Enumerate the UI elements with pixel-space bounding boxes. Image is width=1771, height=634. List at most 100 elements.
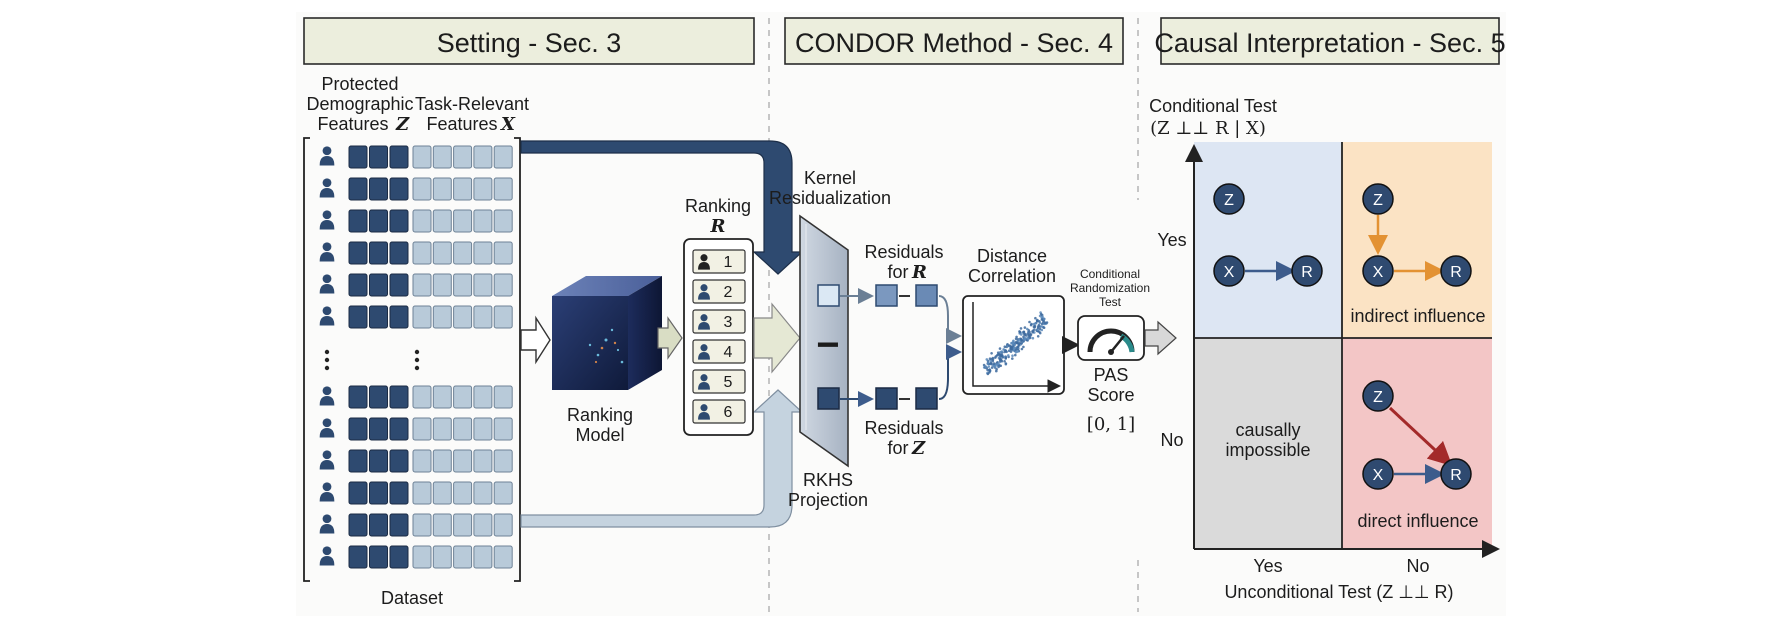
task-feature-cell	[432, 273, 452, 297]
y-axis-formula: (Z ⊥⊥ R | X)	[1150, 118, 1266, 139]
ranking-label: Ranking	[685, 196, 751, 216]
task-feature-cell	[473, 305, 493, 329]
person-icon	[698, 344, 710, 360]
dataset-bracket-left	[303, 137, 310, 582]
pas-label-line1: PAS	[1094, 365, 1129, 385]
section-header-causal: Causal Interpretation - Sec. 5	[1154, 17, 1506, 65]
task-feature-cell	[412, 241, 432, 265]
task-feature-cell	[412, 273, 432, 297]
tl-node-x-label: X	[1224, 264, 1235, 281]
protected-feature-cell	[369, 481, 388, 505]
kernel-label-line1: Kernel	[804, 168, 856, 188]
model-label-line2: Model	[575, 425, 624, 445]
impossible-label-line1: causally	[1235, 420, 1300, 440]
protected-feature-cell	[348, 273, 368, 297]
section-title-causal: Causal Interpretation - Sec. 5	[1154, 28, 1505, 58]
task-feature-cell	[473, 449, 493, 473]
task-feature-cell	[412, 513, 432, 537]
task-feature-cell	[453, 385, 473, 409]
person-icon	[319, 146, 335, 166]
task-feature-cell	[453, 273, 473, 297]
protected-feature-cell	[389, 481, 409, 505]
protected-feature-cell	[369, 513, 388, 537]
residuals-r-label-line1: Residuals	[864, 242, 943, 262]
task-feature-cell	[412, 305, 432, 329]
task-feature-cell	[432, 449, 452, 473]
task-feature-cell	[493, 145, 513, 169]
protected-feature-cell	[389, 273, 409, 297]
task-feature-cell	[493, 209, 513, 233]
person-icon	[319, 386, 335, 406]
flow-arrow-score-to-interpretation	[1144, 320, 1177, 356]
task-feature-cell	[453, 145, 473, 169]
direct-influence-label: direct influence	[1357, 511, 1478, 531]
tl-node-r-label: R	[1301, 264, 1313, 281]
gauge-icon	[1077, 315, 1145, 361]
task-feature-cell	[493, 385, 513, 409]
dataset-bracket-right	[514, 137, 521, 582]
dataset-row	[319, 177, 513, 201]
protected-feature-cell	[389, 513, 409, 537]
tr-node-z-label: Z	[1373, 192, 1383, 209]
task-feature-cell	[473, 145, 493, 169]
x-no-label: No	[1406, 556, 1429, 576]
person-icon	[319, 546, 335, 566]
br-node-r-label: R	[1450, 467, 1462, 484]
protected-feature-cell	[369, 417, 388, 441]
task-feature-cell	[412, 545, 432, 569]
task-feature-cell	[453, 305, 473, 329]
y-no-label: No	[1160, 430, 1183, 450]
impossible-label-line2: impossible	[1225, 440, 1310, 460]
br-node-x-label: X	[1373, 467, 1384, 484]
protected-feature-cell	[389, 209, 409, 233]
dataset-row	[319, 513, 513, 537]
tr-node-z: Z	[1362, 183, 1394, 215]
task-feature-cell	[432, 513, 452, 537]
protected-feature-cell	[348, 177, 368, 201]
model-label-line1: Ranking	[567, 405, 633, 425]
protected-feature-cell	[389, 545, 409, 569]
tl-node-z-label: Z	[1224, 192, 1234, 209]
rank-number: 1	[724, 254, 733, 271]
flow-arrow-x-to-kernel	[520, 140, 804, 275]
protected-feature-cell	[369, 545, 388, 569]
tl-node-r: R	[1291, 255, 1323, 287]
protected-feature-cell	[348, 209, 368, 233]
tr-node-x-label: X	[1373, 264, 1384, 281]
task-feature-cell	[493, 481, 513, 505]
task-feature-cell	[493, 449, 513, 473]
task-feature-cell	[453, 481, 473, 505]
residuals-r-symbol: R	[911, 262, 927, 283]
dataset-row	[319, 481, 513, 505]
task-feature-cell	[412, 449, 432, 473]
tl-node-z: Z	[1213, 183, 1245, 215]
protected-feature-cell	[389, 305, 409, 329]
task-feature-cell	[473, 481, 493, 505]
task-feature-cell	[493, 305, 513, 329]
task-feature-cell	[473, 385, 493, 409]
protected-label-line3: Features	[317, 114, 388, 134]
connector-z-to-dcor	[938, 344, 962, 400]
protected-feature-cell	[348, 481, 368, 505]
residuals-r-label-line2: for	[887, 262, 908, 282]
distance-label-line1: Distance	[977, 246, 1047, 266]
section-title-setting: Setting - Sec. 3	[437, 28, 622, 58]
task-feature-cell	[412, 417, 432, 441]
task-feature-cell	[453, 545, 473, 569]
dataset-row	[319, 145, 513, 169]
protected-feature-cell	[348, 241, 368, 265]
protected-feature-cell	[369, 305, 388, 329]
task-label-line2: Features	[426, 114, 497, 134]
dataset-row	[319, 449, 513, 473]
dataset-row	[319, 305, 513, 329]
task-feature-cell	[432, 177, 452, 201]
protected-feature-cell	[348, 417, 368, 441]
ranking-symbol: R	[710, 216, 726, 237]
task-feature-cell	[432, 417, 452, 441]
rank-item: 6	[692, 399, 746, 424]
task-feature-cell	[412, 209, 432, 233]
y-yes-label: Yes	[1157, 230, 1186, 250]
protected-feature-cell	[348, 305, 368, 329]
